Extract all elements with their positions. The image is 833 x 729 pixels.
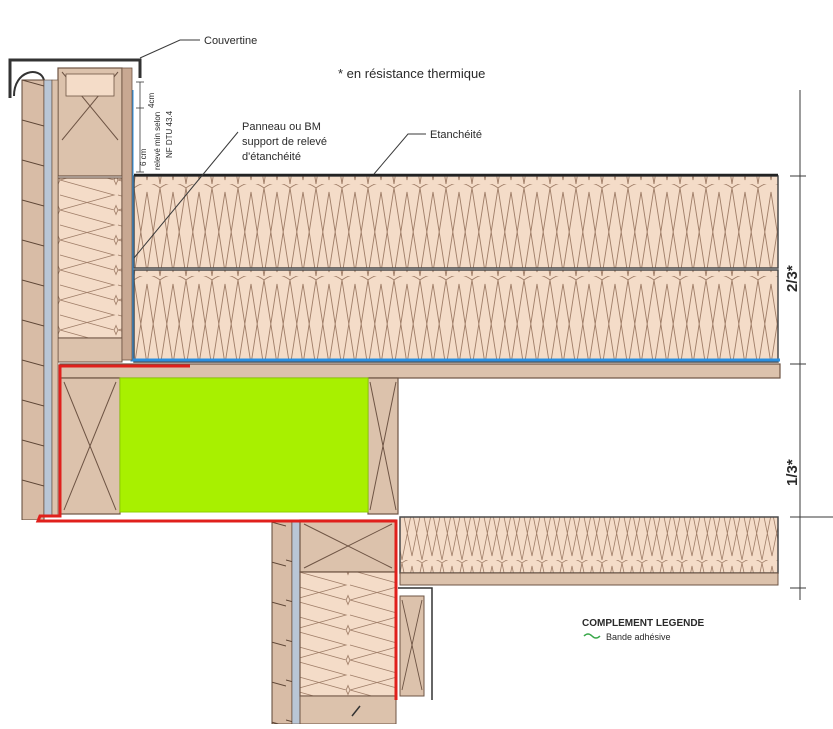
leader-lines [133,39,601,639]
label-etancheite: Etanchéité [430,129,482,141]
lower-wall [271,519,433,725]
label-releve-1: relevé min selon [153,112,162,170]
paste-gap [0,520,206,724]
label-panneau-3: d'étanchéité [242,151,301,163]
coping-couvertine [8,58,142,98]
legend-item: Bande adhésive [606,632,671,642]
label-two-thirds: 2/3* [784,265,801,292]
wall-frame [59,377,399,515]
floor-insulation [399,516,779,586]
label-couvertine: Couvertine [204,35,257,47]
dimension-chain [790,90,833,600]
parapet-dimensions [136,81,144,173]
adhesive-strip-icon [583,633,601,639]
label-4cm: 4cm [147,93,156,108]
highlight-green-block [119,377,369,513]
roof-insulation [133,173,779,363]
label-panneau-2: support de relevé [242,136,327,148]
label-panneau-1: Panneau ou BM [242,121,321,133]
legend-title: COMPLEMENT LEGENDE [582,618,705,629]
label-note: * en résistance thermique [338,66,485,81]
label-one-third: 1/3* [784,459,801,486]
exterior-cladding [21,79,59,521]
label-6cm: 6 cm [139,148,148,166]
label-releve-2: NF DTU 43.4 [165,110,174,158]
highlight-red-outline [35,364,398,700]
parapet-upstand [57,67,133,363]
